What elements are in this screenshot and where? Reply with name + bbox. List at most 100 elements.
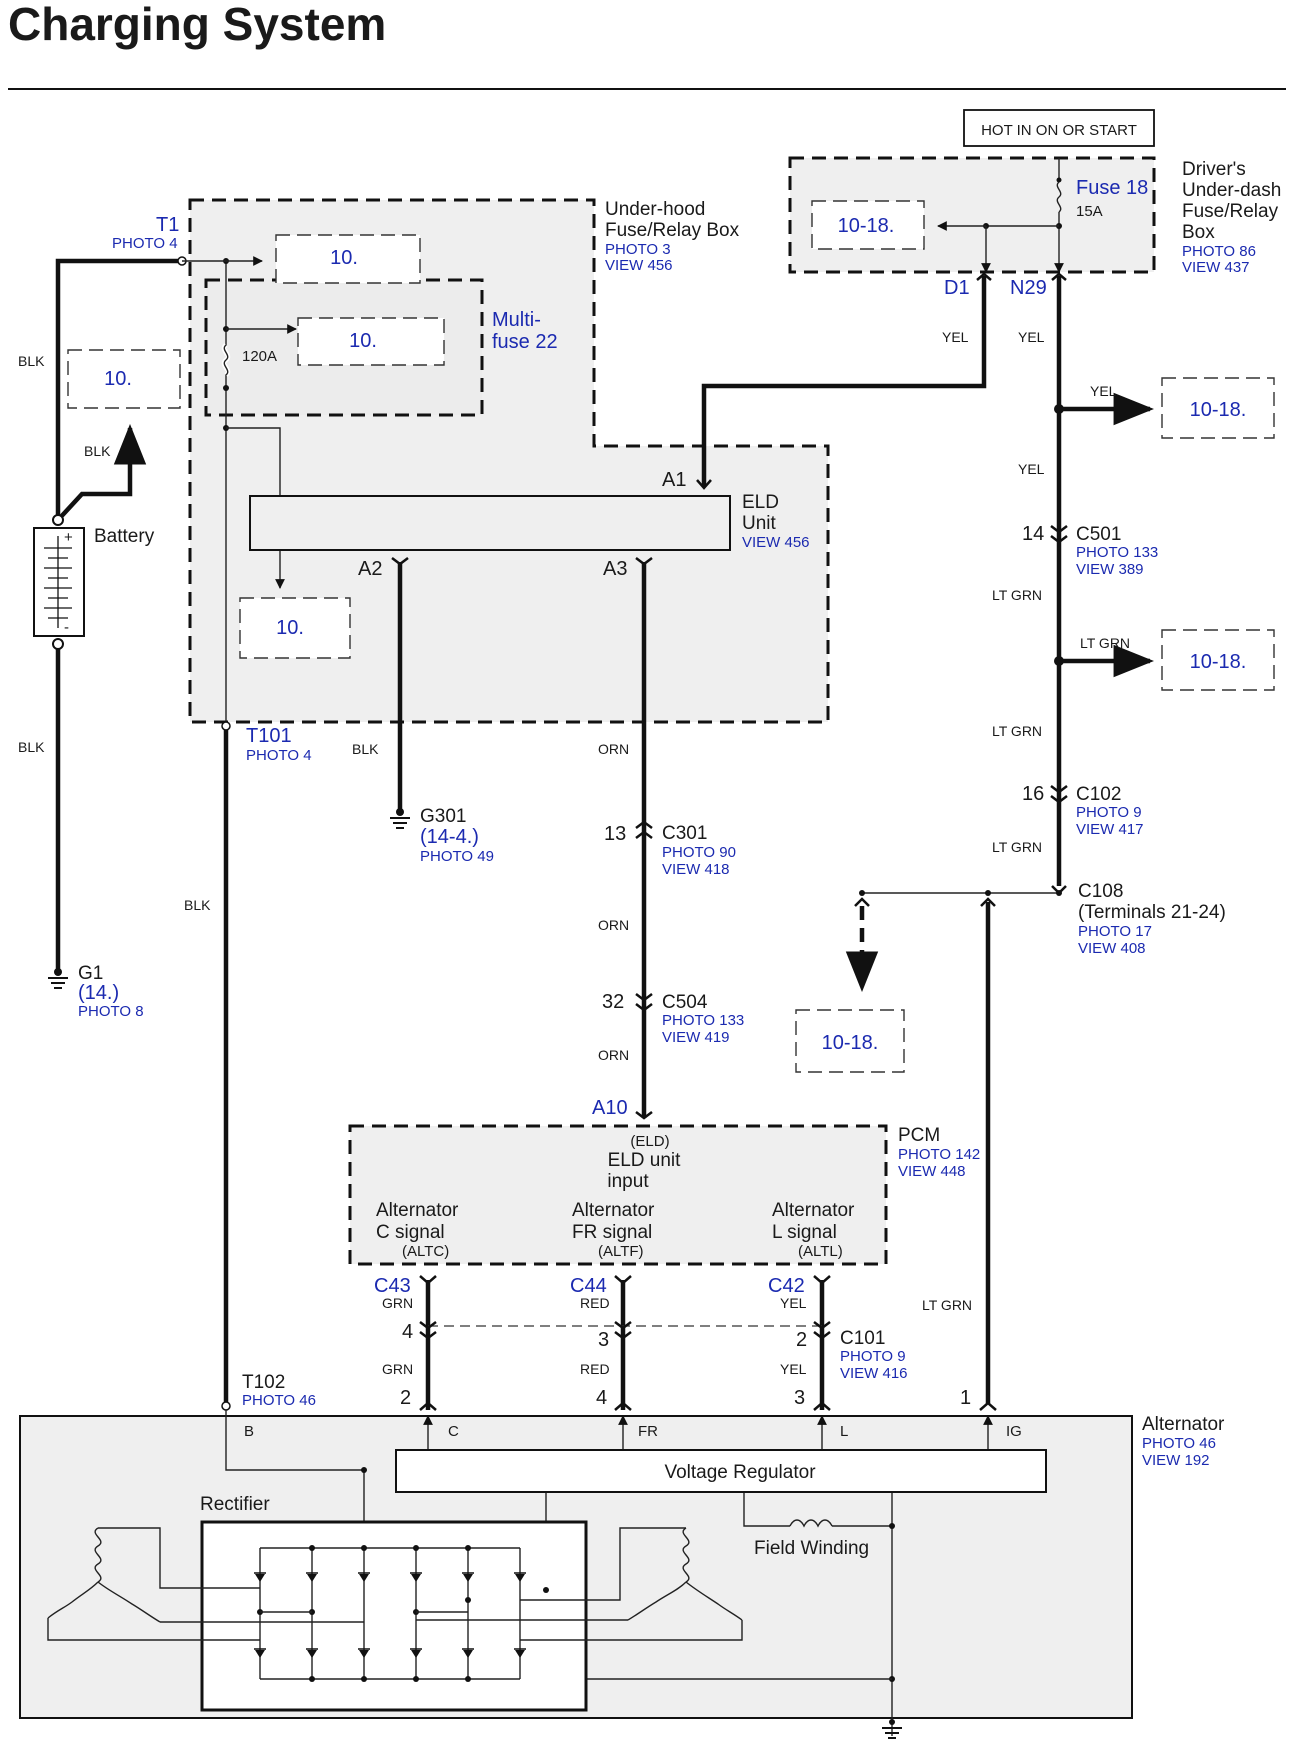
pcm-altc-l1: Alternator xyxy=(376,1200,459,1221)
c501-pin: 14 xyxy=(1022,523,1044,545)
fuse18-rating: 15A xyxy=(1076,203,1103,220)
c108-terminals: (Terminals 21-24) xyxy=(1078,902,1226,923)
multifuse-l1: Multi- xyxy=(492,309,541,331)
wire-label-blk-2: BLK xyxy=(84,443,111,459)
t102-photo: PHOTO 46 xyxy=(242,1392,316,1409)
driver-box-l3: Fuse/Relay xyxy=(1182,201,1279,222)
driver-box-photo: PHOTO 86 xyxy=(1182,243,1256,260)
ref-10-b[interactable]: 10. xyxy=(349,330,377,352)
g1-photo: PHOTO 8 xyxy=(78,1003,144,1020)
fuse18-label: Fuse 18 xyxy=(1076,177,1148,199)
wire-label-yel-1: YEL xyxy=(942,329,969,345)
wire-label-orn-2: ORN xyxy=(598,917,629,933)
c501-view: VIEW 389 xyxy=(1076,561,1144,578)
fuse18-symbol xyxy=(1056,181,1062,213)
pin-c42: C42 xyxy=(768,1275,805,1297)
wire-label-orn-1: ORN xyxy=(598,741,629,757)
multifuse-l2: fuse 22 xyxy=(492,331,558,353)
ref-10-18-ltgrn[interactable]: 10-18. xyxy=(1190,651,1247,673)
c108-view: VIEW 408 xyxy=(1078,940,1146,957)
wire-label-red-2: RED xyxy=(580,1361,610,1377)
ground-g1 xyxy=(48,968,68,989)
ref-10-18-driver[interactable]: 10-18. xyxy=(838,215,895,237)
voltage-regulator xyxy=(395,1449,1047,1493)
c301-photo: PHOTO 90 xyxy=(662,844,736,861)
underhood-view: VIEW 456 xyxy=(605,257,673,274)
underhood-fuse-box: 10. 10. 10. xyxy=(188,198,830,724)
wire-label-blk-3: BLK xyxy=(18,739,45,755)
eld-unit xyxy=(249,495,731,551)
driver-box-l2: Under-dash xyxy=(1182,180,1281,201)
c504-label: C504 xyxy=(662,992,708,1013)
t101-photo: PHOTO 4 xyxy=(246,747,312,764)
t1-label: T1 xyxy=(156,214,179,236)
pcm-view: VIEW 448 xyxy=(898,1163,966,1180)
pcm-eld-l1: ELD unit xyxy=(608,1150,682,1171)
wire-label-grn-2: GRN xyxy=(382,1361,413,1377)
wire-blk-battery-t1 xyxy=(55,258,178,520)
ref-10-a[interactable]: 10. xyxy=(330,247,358,269)
c501-photo: PHOTO 133 xyxy=(1076,544,1158,561)
alt-pin-1: 1 xyxy=(960,1387,971,1409)
hot-label: HOT IN ON OR START xyxy=(981,122,1137,139)
wire-label-ltgrn-2: LT GRN xyxy=(1080,635,1130,651)
c101-pin-2: 2 xyxy=(796,1329,807,1351)
pin-c43: C43 xyxy=(374,1275,411,1297)
g1-ref[interactable]: (14.) xyxy=(78,982,119,1004)
ground-alternator xyxy=(882,1719,902,1739)
wire-yel-d1-a1 xyxy=(701,276,987,486)
t1-photo: PHOTO 4 xyxy=(112,235,178,252)
c101-pin-3: 3 xyxy=(598,1329,609,1351)
ref-10-18-yel[interactable]: 10-18. xyxy=(1190,399,1247,421)
wire-label-blk-5: BLK xyxy=(352,741,379,757)
g1-label: G1 xyxy=(78,963,103,984)
terminal-fr: FR xyxy=(638,1423,658,1440)
c504-pin: 32 xyxy=(602,991,624,1013)
connector-c301 xyxy=(635,820,653,839)
pcm-eld-code: (ELD) xyxy=(630,1133,669,1150)
underhood-l1: Under-hood xyxy=(605,199,705,220)
c504-photo: PHOTO 133 xyxy=(662,1012,744,1029)
wire-label-yel-4: YEL xyxy=(1018,461,1045,477)
wire-label-ltgrn-4: LT GRN xyxy=(992,839,1042,855)
alt-pin-2: 2 xyxy=(400,1387,411,1409)
wire-label-yel-6: YEL xyxy=(780,1361,807,1377)
wire-blk-battery-ref xyxy=(56,423,147,522)
wire-label-blk-1: BLK xyxy=(18,353,45,369)
c108-label: C108 xyxy=(1078,881,1123,902)
pcm-altl-l1: Alternator xyxy=(772,1200,855,1221)
hot-label-box: HOT IN ON OR START xyxy=(963,109,1155,147)
eld-l2: Unit xyxy=(742,513,777,534)
alternator-photo: PHOTO 46 xyxy=(1142,1435,1216,1452)
wire-label-orn-3: ORN xyxy=(598,1047,629,1063)
stator-winding-left xyxy=(47,1527,364,1641)
wire-label-yel-3: YEL xyxy=(1090,383,1117,399)
alternator-view: VIEW 192 xyxy=(1142,1452,1210,1469)
pin-c44: C44 xyxy=(570,1275,607,1297)
multifuse-rating: 120A xyxy=(242,348,277,365)
c101-pin-4: 4 xyxy=(402,1321,413,1343)
field-winding-coil xyxy=(789,1519,833,1528)
driver-box-l4: Box xyxy=(1182,222,1215,243)
voltage-regulator-label: Voltage Regulator xyxy=(664,1462,816,1483)
pin-a2: A2 xyxy=(358,558,382,580)
battery-minus: - xyxy=(64,619,69,636)
terminal-l: L xyxy=(840,1423,848,1440)
c301-pin: 13 xyxy=(604,823,626,845)
underhood-l2: Fuse/Relay Box xyxy=(605,220,740,241)
ref-10-c[interactable]: 10. xyxy=(276,617,304,639)
multifuse-symbol xyxy=(223,344,229,376)
driver-fuse-box: 10-18. Fuse 18 15A xyxy=(788,156,1156,274)
pin-n29: N29 xyxy=(1010,277,1047,299)
c301-label: C301 xyxy=(662,823,707,844)
g301-ref[interactable]: (14-4.) xyxy=(420,826,479,848)
terminal-ig: IG xyxy=(1006,1423,1022,1440)
ref-10-battery[interactable]: 10. xyxy=(104,368,132,390)
ref-10-18-c108[interactable]: 10-18. xyxy=(822,1032,879,1054)
t101-terminal xyxy=(221,721,231,731)
alt-pin-3: 3 xyxy=(794,1387,805,1409)
pin-a1: A1 xyxy=(662,469,686,491)
c102-photo: PHOTO 9 xyxy=(1076,804,1142,821)
driver-box-view: VIEW 437 xyxy=(1182,259,1250,276)
